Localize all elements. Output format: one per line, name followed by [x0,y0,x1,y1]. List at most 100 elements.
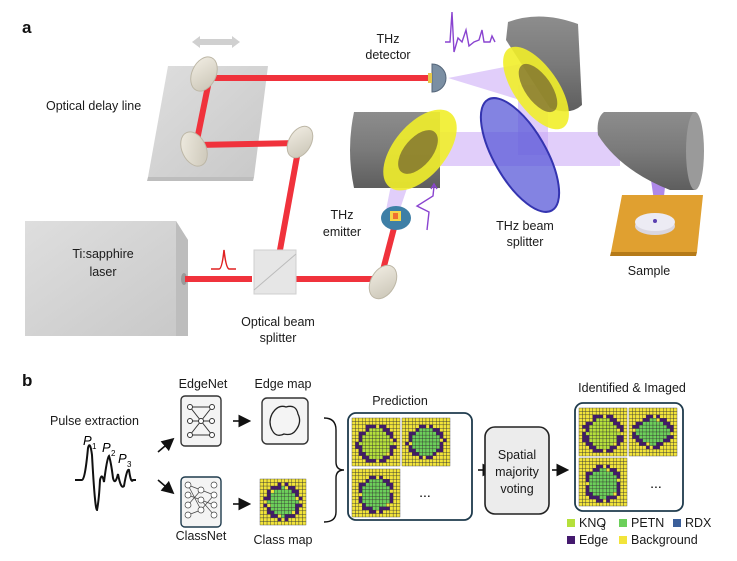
grid-cell [599,407,604,412]
grid-cell [616,431,621,436]
grid-cell [355,482,360,487]
grid-cell [372,485,377,490]
grid-cell [659,445,664,450]
grid-cell [277,482,282,487]
grid-cell [616,424,621,429]
grid-cell [392,455,397,460]
grid-cell [266,492,271,497]
grid-cell [418,448,423,453]
grid-cell [613,438,617,443]
grid-cell [415,458,420,463]
grid-cell [266,514,271,519]
grid-cell [602,435,607,440]
grid-cell [602,407,607,412]
grid-cell [415,455,420,460]
grid-cell [616,478,621,483]
grid-cell [425,417,430,422]
grid-cell [362,513,366,518]
pulse-extraction-label: Pulse extraction [50,414,139,428]
grid-cell [389,496,394,501]
grid-cell [379,455,384,460]
grid-cell [652,421,657,426]
grid-cell [270,503,275,508]
grid-cell [642,442,647,446]
grid-cell [375,506,380,511]
grid-cell [273,510,278,515]
grid-cell [291,510,296,515]
grid-cell [273,485,278,490]
grid-cell [270,482,275,487]
grid-cell [589,452,593,457]
grid-cell [358,431,363,436]
grid-cell [298,492,303,497]
grid-cell [595,478,600,483]
grid-cell [582,424,587,429]
grid-cell [628,448,633,453]
grid-cell [355,499,360,504]
grid-cell [446,448,451,453]
grid-cell [649,431,654,436]
grid-cell [673,411,678,416]
grid-cell [372,479,377,483]
grid-cell [389,448,394,453]
grid-cell [277,489,282,494]
grid-cell [382,445,387,450]
grid-cell [372,509,377,514]
grid-cell [602,421,607,426]
grid-cell [355,438,360,443]
grid-cell [355,434,360,439]
grid-cell [432,431,437,436]
grid-cell [578,424,583,429]
grid-cell [386,489,390,494]
grid-cell [619,464,624,469]
grid-cell [266,510,271,515]
grid-cell [375,499,380,504]
grid-cell [645,448,650,453]
grid-cell [351,421,356,426]
grid-cell [432,458,437,463]
grid-cell [585,498,590,503]
grid-cell [372,489,377,494]
grid-cell [362,458,366,463]
grid-cell [368,509,373,514]
grid-cell [606,428,611,433]
grid-cell [266,521,271,526]
grid-cell [578,481,583,486]
grid-cell [446,458,451,463]
legend-item-petn: PETN [619,516,664,530]
grid-cell [635,418,640,422]
grid-cell [412,455,416,460]
grid-cell [606,442,611,446]
grid-cell [351,496,356,501]
grid-cell [396,506,401,511]
grid-cell [649,438,654,443]
grid-cell [623,452,628,457]
grid-cell [362,479,366,483]
grid-cell [408,424,413,429]
grid-cell [652,431,657,436]
grid-cell [669,421,674,426]
grid-cell [362,468,366,473]
grid-cell [652,448,657,453]
grid-cell [263,500,268,504]
grid-cell [291,500,296,504]
grid-cell [582,452,587,457]
grid-cell [392,503,397,507]
grid-cell [652,414,657,419]
grid-cell [259,507,264,512]
grid-cell [418,428,423,432]
grid-cell [392,434,397,439]
grid-cell [585,435,590,440]
delay-line-stage [148,66,268,177]
grid-cell [595,492,600,496]
grid-cell [578,492,583,496]
grid-cell [595,428,600,433]
grid-cell [628,407,633,412]
grid-cell [673,424,678,429]
grid-cell [358,499,363,504]
grid-cell [358,475,363,480]
grid-cell [599,478,604,483]
grid-cell [422,445,427,450]
grid-cell [436,458,440,463]
grid-cell [372,458,377,463]
